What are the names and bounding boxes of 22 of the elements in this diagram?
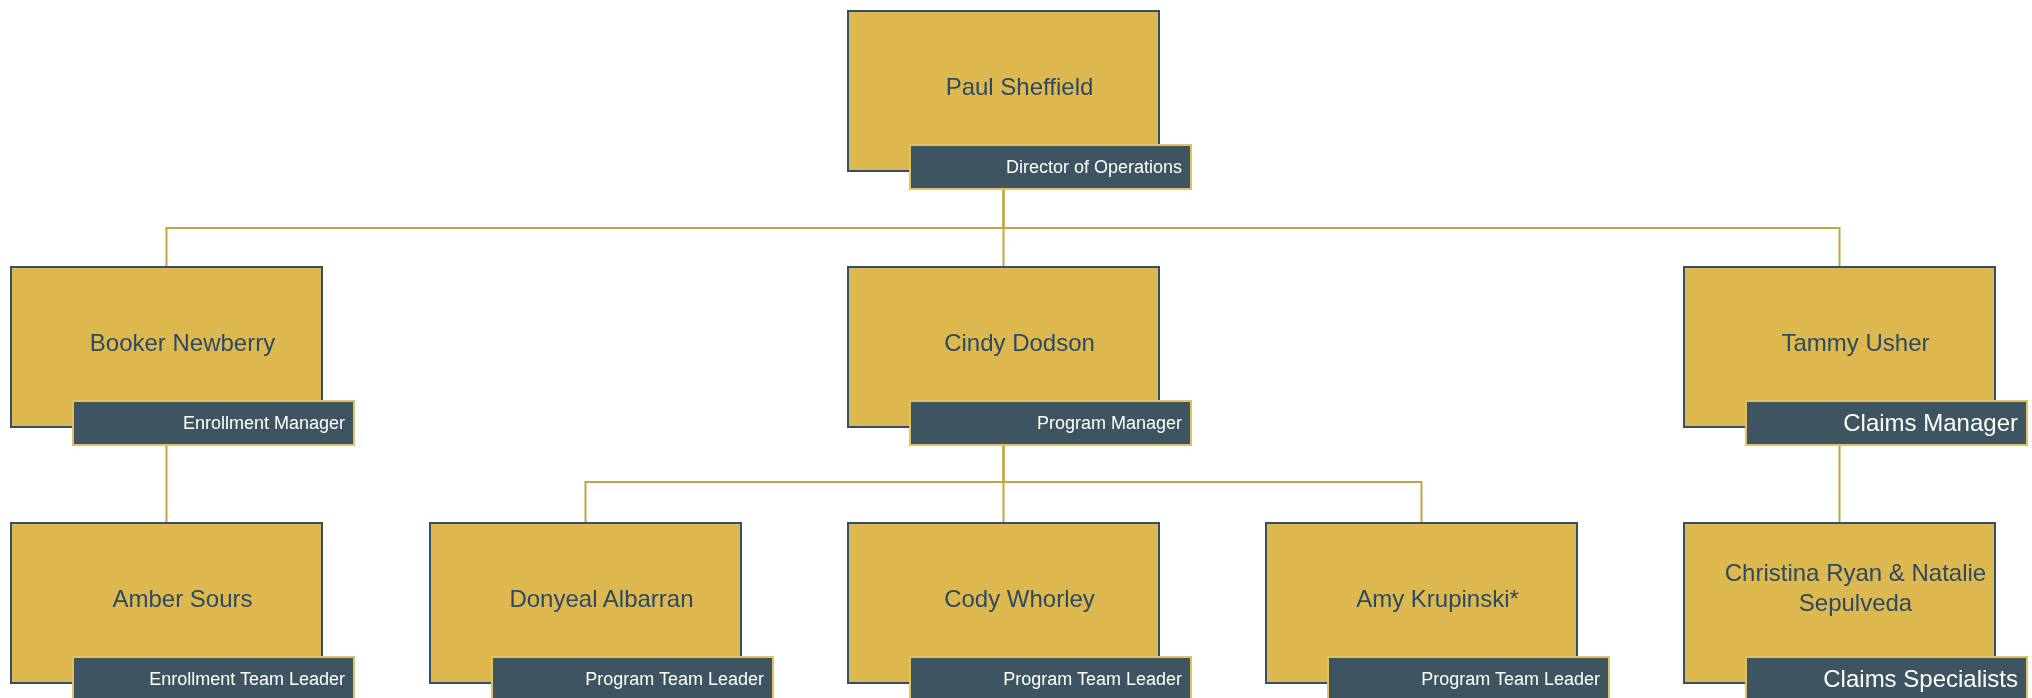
job-title: Program Team Leader (491, 656, 774, 698)
job-title: Claims Manager (1745, 400, 2028, 446)
connector-line (1838, 445, 1841, 523)
job-title: Director of Operations (909, 144, 1192, 190)
connector-line (165, 445, 168, 523)
job-title: Program Manager (909, 400, 1192, 446)
person-name: Booker Newberry (88, 328, 277, 358)
person-name: Paul Sheffield (944, 72, 1095, 102)
job-title: Enrollment Manager (72, 400, 355, 446)
person-name: Amber Sours (111, 584, 254, 614)
person-name: Amy Krupinski* (1355, 584, 1520, 614)
person-name: Cody Whorley (943, 584, 1096, 614)
person-name: Cindy Dodson (943, 328, 1096, 358)
job-title: Program Team Leader (909, 656, 1192, 698)
job-title: Enrollment Team Leader (72, 656, 355, 698)
person-name: Tammy Usher (1780, 328, 1931, 358)
person-name: Christina Ryan & Natalie Sepulveda (1723, 558, 1988, 618)
connector-line (1002, 189, 1841, 267)
job-title: Program Team Leader (1327, 656, 1610, 698)
job-title: Claims Specialists (1745, 656, 2028, 698)
person-name: Donyeal Albarran (508, 584, 695, 614)
connector-line (1002, 445, 1423, 523)
